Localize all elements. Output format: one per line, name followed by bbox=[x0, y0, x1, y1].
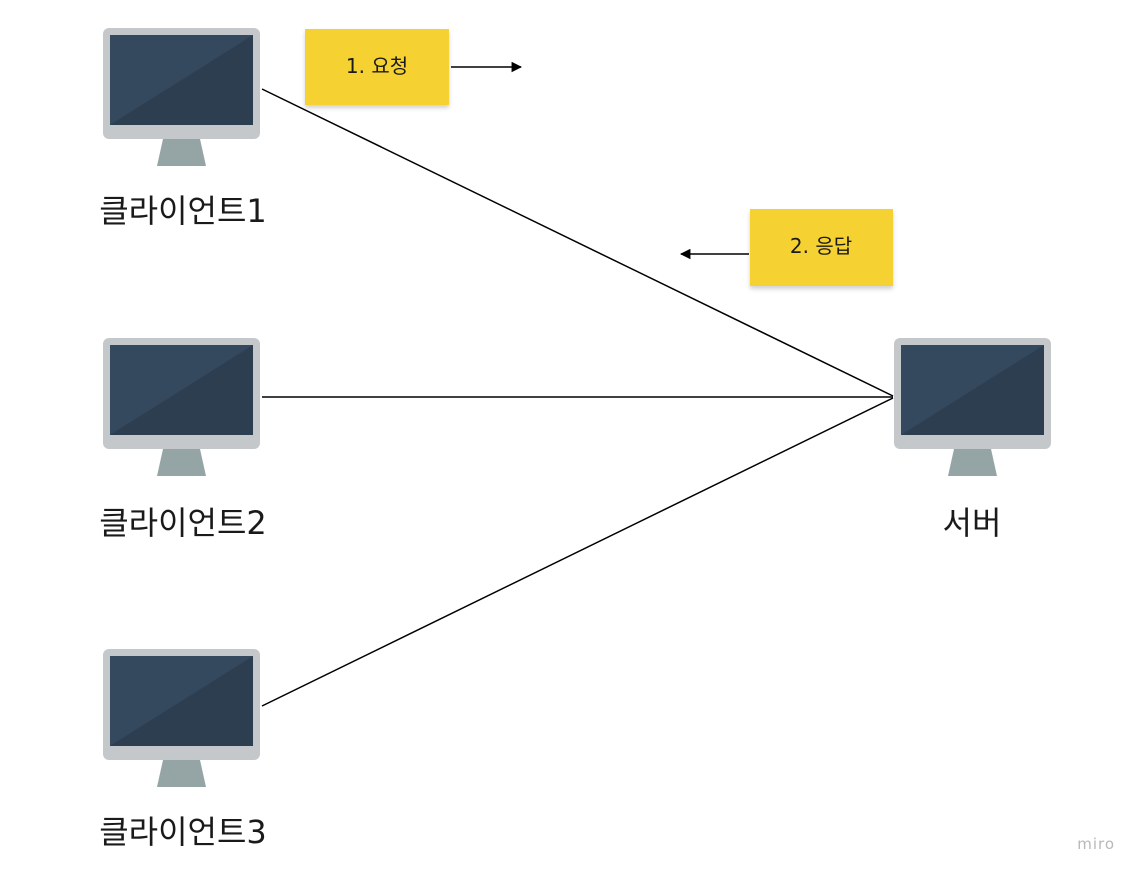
client2-node[interactable]: 클라이언트2 bbox=[99, 338, 267, 542]
server-label: 서버 bbox=[943, 504, 1002, 542]
sticky-note-response[interactable]: 2. 응답 bbox=[750, 209, 893, 286]
client3-label: 클라이언트3 bbox=[99, 813, 267, 851]
response-note-text: 2. 응답 bbox=[790, 234, 852, 258]
server-node[interactable]: 서버 bbox=[894, 338, 1051, 542]
monitor-icon bbox=[894, 338, 1051, 476]
client1-node[interactable]: 클라이언트1 bbox=[99, 28, 267, 230]
client3-node[interactable]: 클라이언트3 bbox=[99, 649, 267, 851]
monitor-icon bbox=[103, 28, 260, 166]
connector-client1-server[interactable] bbox=[261, 88, 894, 397]
connections bbox=[261, 88, 894, 707]
monitor-icon bbox=[103, 649, 260, 787]
client1-label: 클라이언트1 bbox=[99, 192, 267, 230]
client2-label: 클라이언트2 bbox=[99, 504, 267, 542]
request-note-text: 1. 요청 bbox=[346, 54, 408, 78]
monitor-icon bbox=[103, 338, 260, 476]
connector-client3-server[interactable] bbox=[261, 397, 894, 707]
miro-watermark: miro bbox=[1077, 835, 1115, 853]
sticky-note-request[interactable]: 1. 요청 bbox=[305, 29, 449, 105]
